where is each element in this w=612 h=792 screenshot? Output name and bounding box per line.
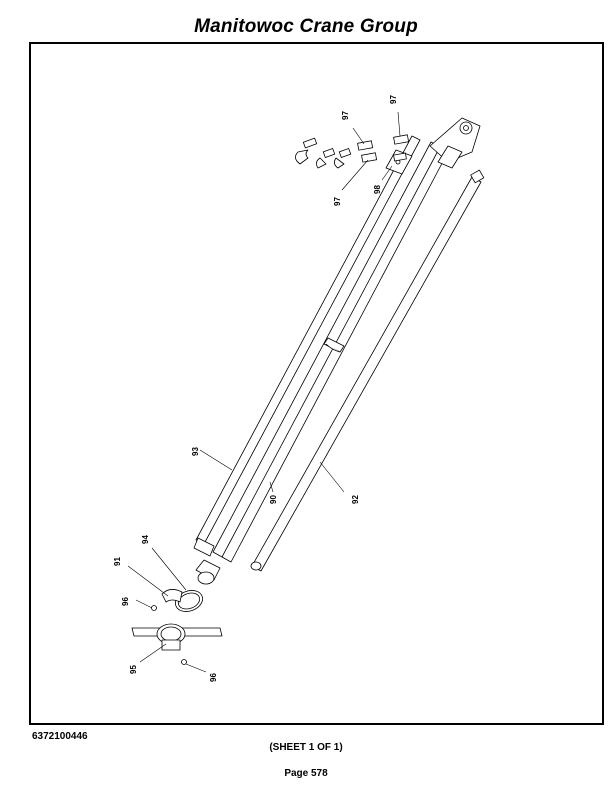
callout-93: 93 xyxy=(191,447,200,456)
cylinder-tube xyxy=(212,141,449,563)
callout-97: 97 xyxy=(341,111,350,120)
callout-95: 95 xyxy=(129,665,138,674)
fittings-97 xyxy=(295,134,409,169)
clamp-half-91 xyxy=(151,589,183,611)
callout-96: 96 xyxy=(121,597,130,606)
leader-lines xyxy=(127,111,401,673)
callout-97: 97 xyxy=(389,95,398,104)
callout-92: 92 xyxy=(351,495,360,504)
cylinder-base xyxy=(193,537,262,585)
page-number: Page 578 xyxy=(284,768,328,779)
callout-91: 91 xyxy=(113,557,122,566)
page-title: Manitowoc Crane Group xyxy=(194,16,418,37)
document-number: 6372100446 xyxy=(32,731,88,742)
bracket-95 xyxy=(131,623,223,665)
sheet-label: (SHEET 1 OF 1) xyxy=(269,742,343,753)
clamp-ring-94 xyxy=(175,590,203,612)
rod-eye-end xyxy=(429,117,481,169)
mid-clamp xyxy=(323,337,345,353)
callout-98: 98 xyxy=(373,185,382,194)
callout-90: 90 xyxy=(269,495,278,504)
drawing-frame xyxy=(29,42,604,725)
callout-96: 96 xyxy=(209,673,218,682)
callout-97: 97 xyxy=(333,197,342,206)
callout-94: 94 xyxy=(141,535,150,544)
